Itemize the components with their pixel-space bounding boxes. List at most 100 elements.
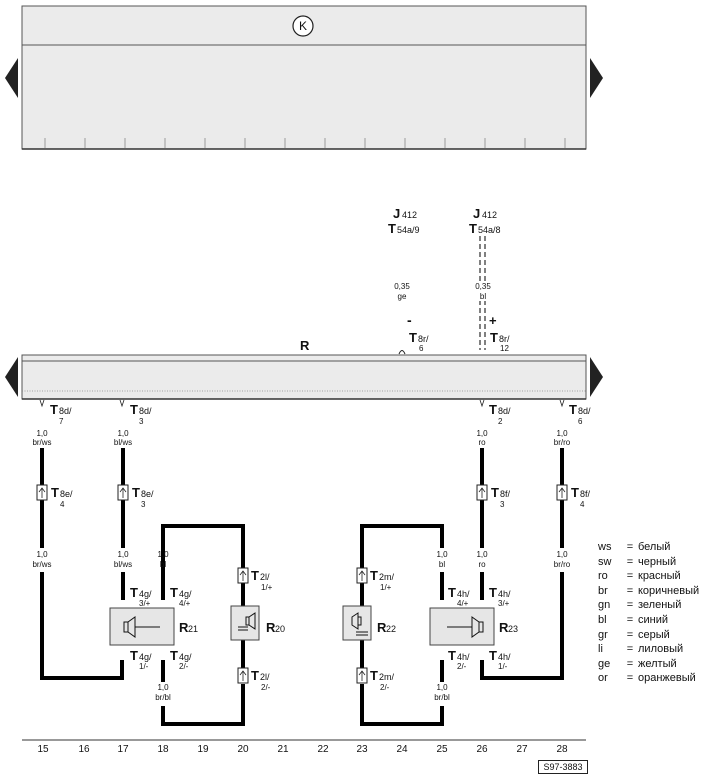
svg-text:R: R <box>179 620 189 635</box>
svg-text:54a/8: 54a/8 <box>478 225 501 235</box>
svg-text:bl: bl <box>160 560 166 569</box>
svg-text:T: T <box>388 221 396 236</box>
svg-text:4g/: 4g/ <box>139 589 152 599</box>
mid-connector-8e4: T 8e/ 4 1,0 br/ws <box>32 484 73 569</box>
svg-text:4g/: 4g/ <box>179 589 192 599</box>
column-numbers: 15 16 17 18 19 20 21 22 23 24 25 26 27 2… <box>0 744 714 758</box>
mid-connector-8f4: T 8f/ 4 1,0 br/ro <box>554 484 591 569</box>
svg-text:1,0: 1,0 <box>117 429 129 438</box>
bus-bottom-pin-3: T 8d/ 3 1,0 bl/ws <box>114 399 152 447</box>
svg-text:T: T <box>251 568 259 583</box>
svg-text:0,35: 0,35 <box>394 282 410 291</box>
svg-text:T: T <box>370 668 378 683</box>
bus-main: R <box>5 338 603 400</box>
svg-text:br/ws: br/ws <box>32 560 51 569</box>
svg-text:T: T <box>130 585 138 600</box>
speaker-r23-icon <box>447 616 484 638</box>
svg-text:T: T <box>491 485 499 500</box>
speaker-r21: 1,0 bl T 4g/ 3/+ T 4g/ 4/+ R 21 T 4g/ 1/… <box>109 550 198 702</box>
svg-text:T: T <box>51 485 59 500</box>
svg-text:20: 20 <box>275 624 285 634</box>
legend-row: bl=синий <box>598 613 669 626</box>
svg-text:T: T <box>50 402 58 417</box>
svg-text:4: 4 <box>60 500 65 509</box>
svg-text:R: R <box>266 620 276 635</box>
svg-text:T: T <box>132 485 140 500</box>
svg-text:R: R <box>499 620 509 635</box>
svg-text:T: T <box>370 568 378 583</box>
svg-text:12: 12 <box>500 344 509 353</box>
column-number: 24 <box>396 744 408 755</box>
svg-text:T: T <box>170 648 178 663</box>
svg-text:2/-: 2/- <box>380 683 390 692</box>
column-number: 17 <box>117 744 129 755</box>
speaker-r22-icon <box>351 612 368 636</box>
svg-text:412: 412 <box>402 210 417 220</box>
svg-text:-: - <box>407 312 412 328</box>
column-number: 19 <box>197 744 209 755</box>
svg-text:4h/: 4h/ <box>498 652 511 662</box>
svg-text:1,0: 1,0 <box>556 429 568 438</box>
svg-text:23: 23 <box>508 624 518 634</box>
legend-row: sw=черный <box>598 555 677 568</box>
svg-text:8d/: 8d/ <box>578 406 591 416</box>
legend-row: gn=зеленый <box>598 599 682 612</box>
svg-text:4h/: 4h/ <box>457 589 470 599</box>
svg-text:1/+: 1/+ <box>261 583 273 592</box>
svg-text:2/-: 2/- <box>261 683 271 692</box>
svg-text:T: T <box>170 585 178 600</box>
svg-text:br/ws: br/ws <box>32 438 51 447</box>
svg-text:bl/ws: bl/ws <box>114 560 132 569</box>
svg-text:4h/: 4h/ <box>498 589 511 599</box>
svg-text:1,0: 1,0 <box>36 550 48 559</box>
column-number: 21 <box>277 744 289 755</box>
svg-text:6: 6 <box>578 417 583 426</box>
svg-text:ge: ge <box>398 292 407 301</box>
svg-text:T: T <box>490 330 498 345</box>
legend-row: gr=серый <box>598 628 670 641</box>
svg-text:8d/: 8d/ <box>139 406 152 416</box>
svg-text:8d/: 8d/ <box>59 406 72 416</box>
bus-continue-right-icon <box>590 357 603 397</box>
svg-text:3: 3 <box>500 500 505 509</box>
svg-text:2l/: 2l/ <box>260 572 270 582</box>
svg-text:1/-: 1/- <box>139 662 149 671</box>
bus-continue-left-icon <box>5 357 18 397</box>
svg-text:T: T <box>569 402 577 417</box>
svg-text:T: T <box>489 648 497 663</box>
svg-text:8f/: 8f/ <box>500 489 511 499</box>
svg-text:412: 412 <box>482 210 497 220</box>
legend-row: ro=красный <box>598 570 681 583</box>
column-number: 26 <box>476 744 488 755</box>
svg-text:8e/: 8e/ <box>60 489 73 499</box>
mid-connector-8e3: T 8e/ 3 1,0 bl/ws <box>114 484 154 569</box>
svg-text:4g/: 4g/ <box>179 652 192 662</box>
svg-text:1/-: 1/- <box>498 662 508 671</box>
svg-text:T: T <box>448 648 456 663</box>
svg-text:R: R <box>377 620 387 635</box>
column-number: 16 <box>78 744 90 755</box>
svg-text:54a/9: 54a/9 <box>397 225 420 235</box>
svg-text:bl/ws: bl/ws <box>114 438 132 447</box>
wires <box>40 448 564 726</box>
legend-row: or=оранжевый <box>598 672 696 685</box>
svg-text:0,35: 0,35 <box>475 282 491 291</box>
svg-text:1,0: 1,0 <box>436 550 448 559</box>
speaker-r21-icon <box>123 616 160 638</box>
upper-ref-ge: J 412 T 54a/9 0,35 ge <box>388 206 420 301</box>
svg-text:ro: ro <box>478 560 486 569</box>
svg-text:T: T <box>448 585 456 600</box>
column-number: 18 <box>157 744 169 755</box>
upper-ref-bl: J 412 T 54a/8 0,35 bl <box>469 206 501 350</box>
svg-text:br/bl: br/bl <box>434 693 450 702</box>
svg-text:1,0: 1,0 <box>157 550 169 559</box>
speaker-r20: T 2l/ 1/+ R 20 T 2l/ 2/- <box>230 567 285 692</box>
svg-text:3/+: 3/+ <box>498 599 510 608</box>
svg-text:1,0: 1,0 <box>436 683 448 692</box>
svg-text:br/ro: br/ro <box>554 560 571 569</box>
svg-text:4/+: 4/+ <box>457 599 469 608</box>
svg-text:8e/: 8e/ <box>141 489 154 499</box>
svg-text:2m/: 2m/ <box>379 672 395 682</box>
column-number: 15 <box>37 744 49 755</box>
svg-text:8d/: 8d/ <box>498 406 511 416</box>
